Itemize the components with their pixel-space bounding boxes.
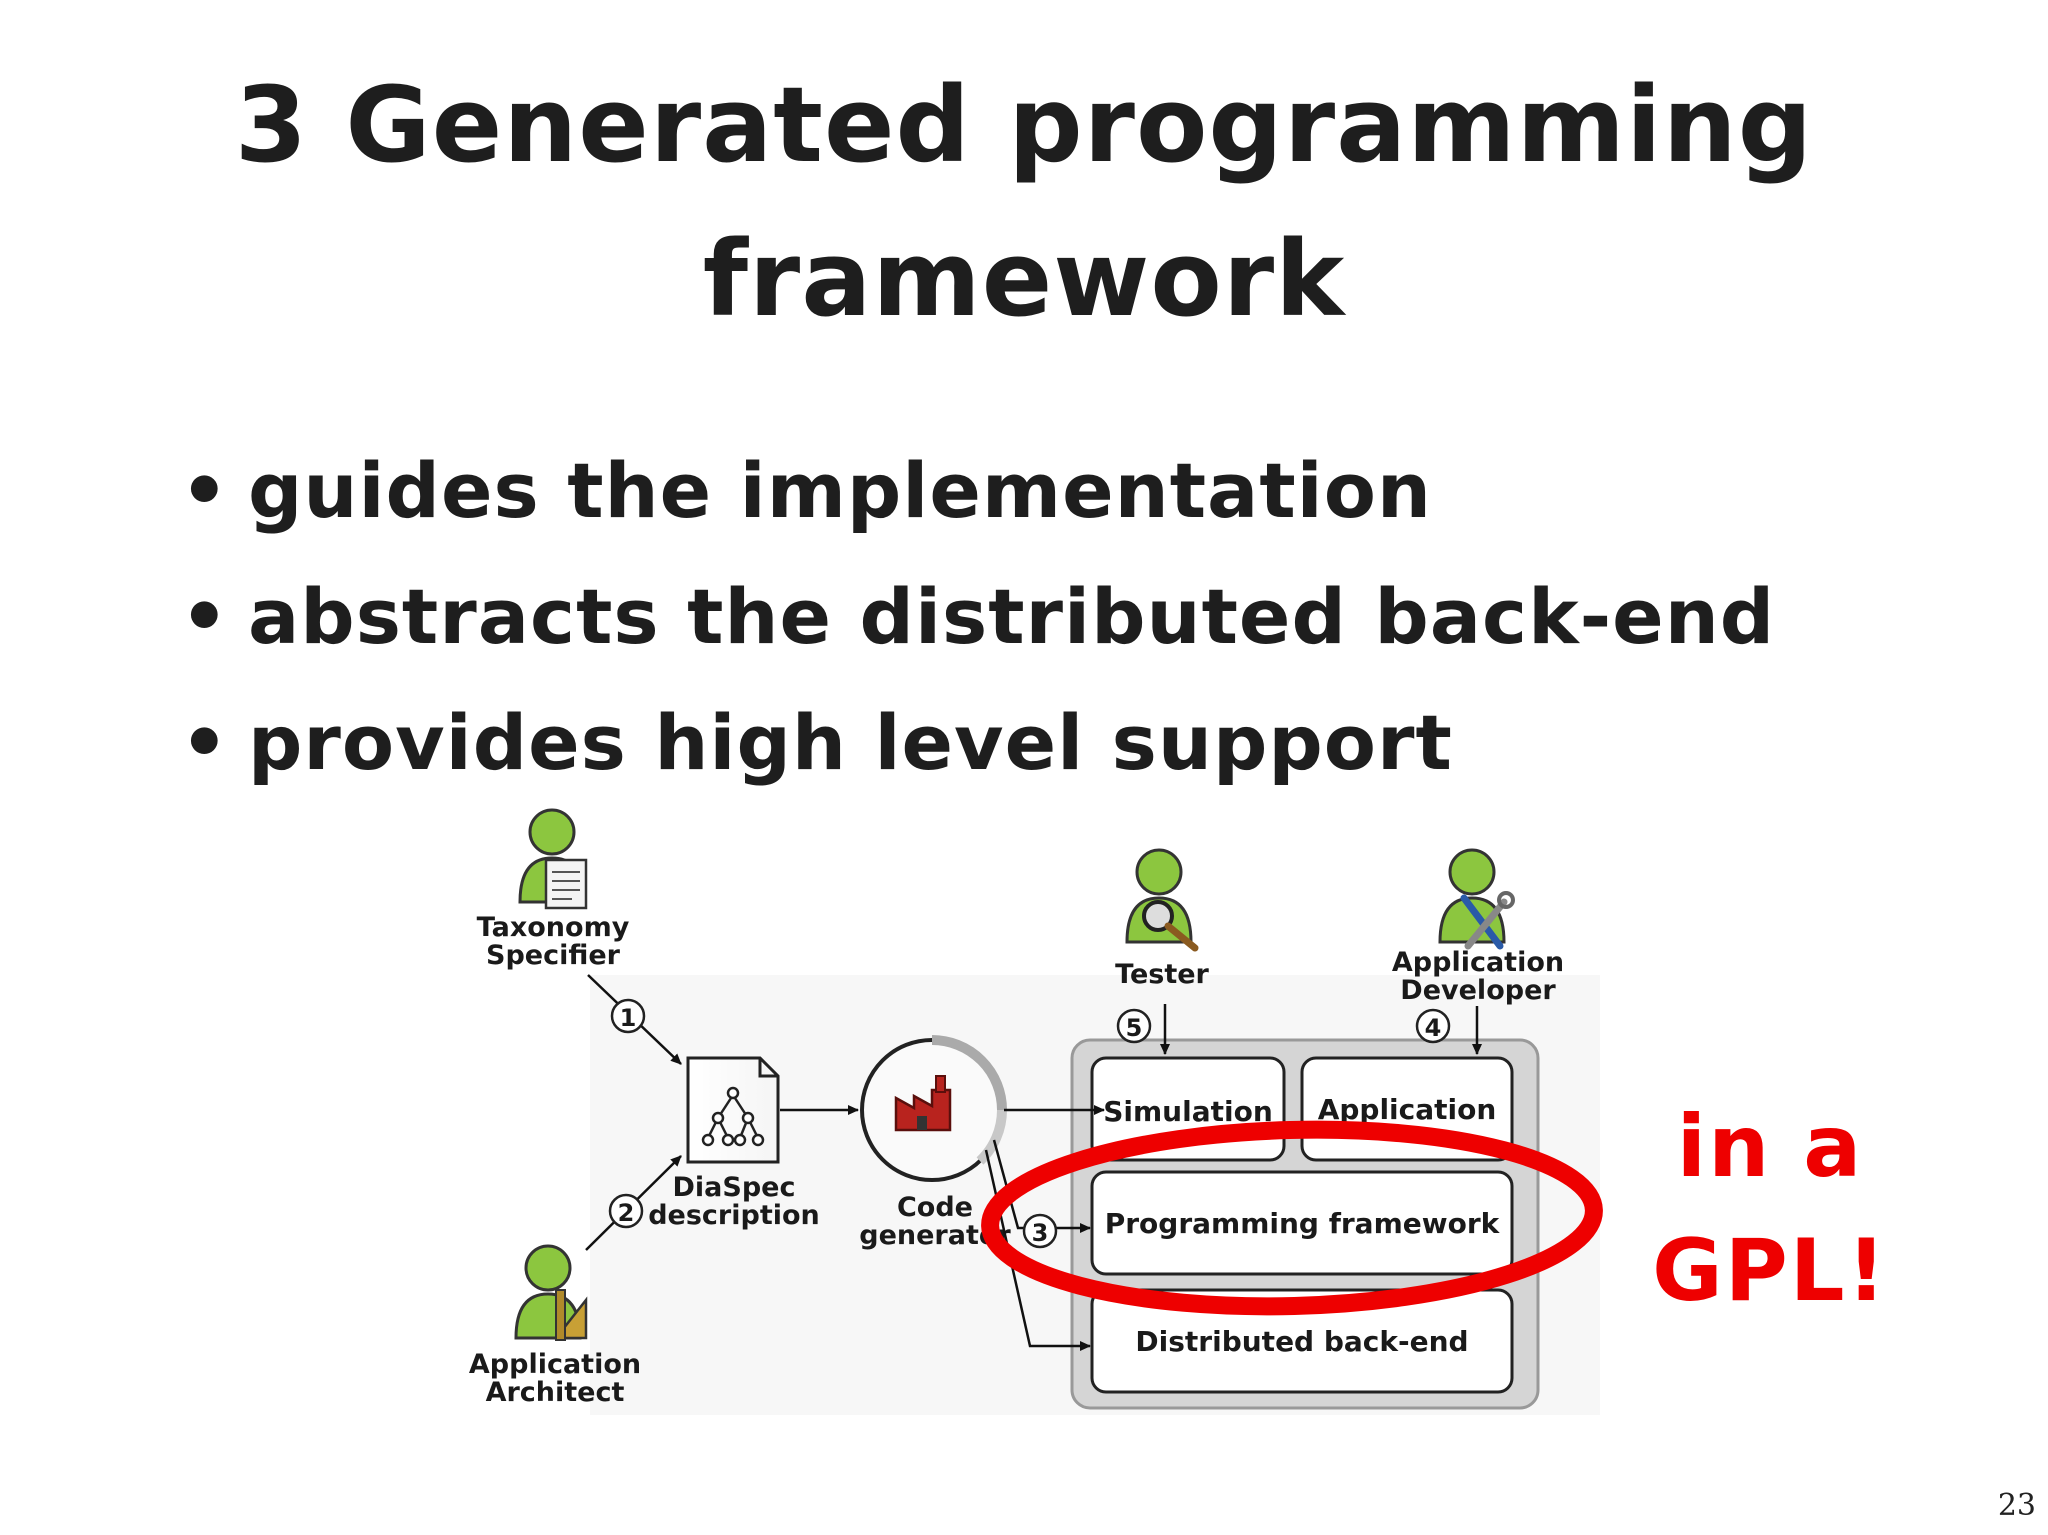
node-label-line: DiaSpec (673, 1172, 796, 1203)
step-badge: 2 (608, 1193, 644, 1229)
step-badge: 5 (1116, 1008, 1152, 1044)
gpl-annotation-line1: in a (1676, 1097, 1864, 1197)
tree-icon (701, 1086, 765, 1147)
page-number: 23 (1997, 1488, 2036, 1523)
taxonomy-specifier-actor: Taxonomy Specifier (477, 808, 630, 971)
step-number: 4 (1425, 1014, 1442, 1042)
box-label: Simulation (1103, 1095, 1273, 1128)
step-badge: 3 (1022, 1213, 1058, 1249)
slide-title: 3 Generated programming framework (0, 48, 2048, 356)
actor-label-line: Application (1392, 947, 1564, 978)
step-number: 5 (1126, 1014, 1143, 1042)
document-icon (544, 858, 588, 910)
box-label: Distributed back-end (1135, 1325, 1468, 1358)
actor-label-line: Architect (486, 1377, 625, 1408)
person-icon (1438, 848, 1506, 944)
slide-title-line1: 3 Generated programming (234, 64, 1814, 186)
highlight-ellipse (981, 1120, 1603, 1316)
step-number: 2 (618, 1199, 635, 1227)
drafting-tools-icon (553, 1289, 588, 1341)
application-architect-actor: Application Architect (469, 1244, 641, 1408)
application-developer-actor: Application Developer (1392, 848, 1564, 1006)
magnifier-icon (1142, 900, 1199, 952)
step-badge: 1 (610, 998, 646, 1034)
bullet-list: guides the implementation abstracts the … (180, 428, 1900, 806)
gpl-annotation: in a GPL! (1620, 1085, 1920, 1333)
person-icon (1125, 848, 1193, 944)
bullet-item: guides the implementation (180, 428, 1900, 554)
code-generator: Code generator (859, 1035, 1011, 1251)
distributed-backend-box: Distributed back-end (1090, 1288, 1514, 1394)
slide-title-line2: framework (702, 218, 1346, 340)
actor-label-line: Application (469, 1349, 641, 1380)
box-label: Programming framework (1105, 1207, 1501, 1240)
step-number: 3 (1032, 1219, 1049, 1247)
step-badge: 4 (1415, 1008, 1451, 1044)
box-label: Application (1318, 1093, 1497, 1126)
actor-label-line: Developer (1400, 975, 1556, 1006)
bullet-item: abstracts the distributed back-end (180, 554, 1900, 680)
gpl-annotation-line2: GPL! (1652, 1221, 1888, 1321)
tester-actor: Tester (1115, 848, 1210, 990)
programming-framework-box: Programming framework (1090, 1170, 1514, 1276)
tools-icon (1460, 891, 1515, 950)
node-label-line: Code (897, 1192, 973, 1223)
actor-label-line: Specifier (486, 940, 621, 971)
node-label-line: description (648, 1200, 820, 1231)
step-number: 1 (620, 1004, 637, 1032)
factory-icon (894, 1075, 952, 1132)
bullet-item: provides high level support (180, 680, 1900, 806)
actor-label-line: Taxonomy (477, 912, 630, 943)
arrow-to-framework (992, 1139, 1091, 1233)
diaspec-document: DiaSpec description (648, 1056, 820, 1231)
actor-label: Tester (1115, 959, 1209, 990)
